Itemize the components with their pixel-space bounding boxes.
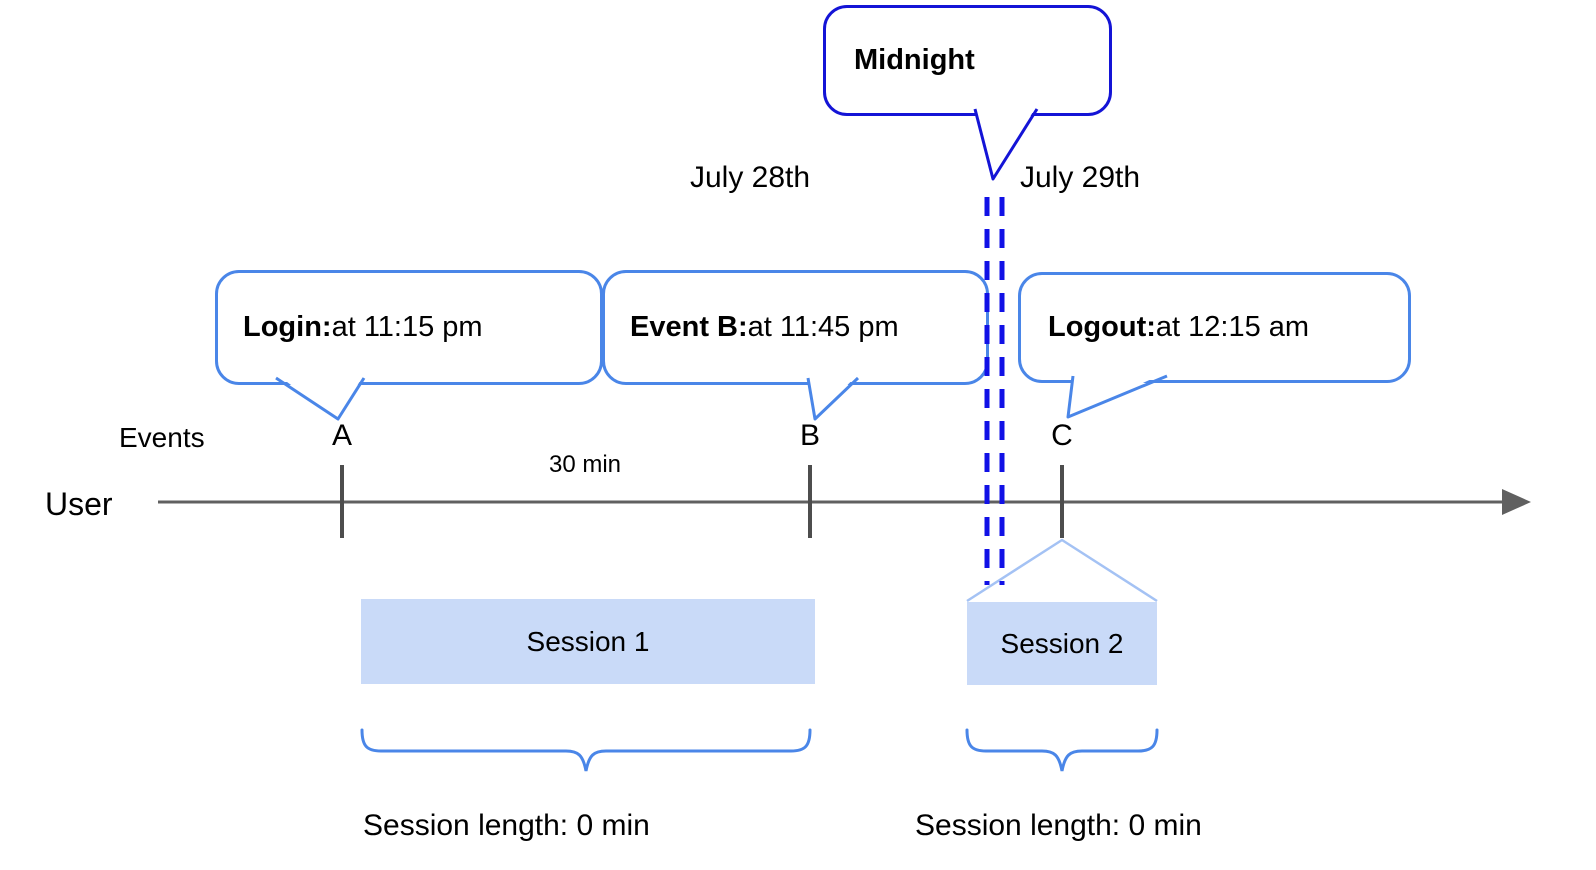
event-b-callout-time: at 11:45 pm [747,311,899,343]
login-callout-title: Login: [243,311,332,343]
timeline-arrow-icon [1502,489,1531,515]
logout-callout-time: at 12:15 am [1155,311,1310,343]
login-callout: Login: at 11:15 pm [215,270,603,385]
midnight-dashed-line [984,197,1005,585]
event-b-callout: Event B: at 11:45 pm [602,270,989,385]
event-marker-a: A [331,419,353,452]
login-callout-time: at 11:15 pm [331,311,483,343]
date-label-july-29: July 29th [1020,161,1141,194]
timeline-axis [158,489,1531,515]
event-marker-b: B [799,419,821,452]
session-1-box: Session 1 [361,599,815,684]
events-row-label: Events [119,422,205,453]
logout-callout-title: Logout: [1048,311,1156,343]
interval-label-30-min: 30 min [548,451,622,478]
date-label-july-28: July 28th [690,161,811,194]
user-row-label: User [45,486,113,522]
session-2-wedge [966,538,1158,603]
midnight-callout: Midnight [823,5,1112,116]
session-1-label: Session 1 [526,625,650,657]
logout-callout: Logout: at 12:15 am [1018,272,1411,383]
session-1-brace [360,728,812,772]
session-2-label: Session 2 [1000,627,1124,659]
event-b-callout-title: Event B: [630,311,748,343]
session-2-length-label: Session length: 0 min [915,809,1202,842]
session-1-length-label: Session length: 0 min [363,809,650,842]
event-marker-c: C [1051,419,1073,452]
session-2-brace [965,728,1159,772]
session-2-box: Session 2 [967,602,1157,685]
midnight-callout-label: Midnight [854,44,975,76]
